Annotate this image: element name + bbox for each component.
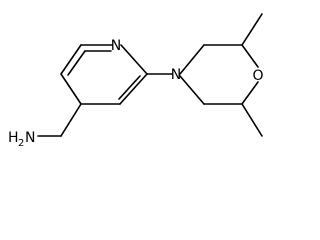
- bond-methyl-bottom: [241, 103, 263, 137]
- morpholine-ring: [179, 13, 263, 137]
- bond-c4-ch2: [60, 103, 82, 137]
- bond-c4-c5: [60, 73, 82, 105]
- aminomethyl-group: [37, 103, 82, 137]
- morpholine-nitrogen-label: N: [171, 67, 181, 83]
- bond-cme1-o: [241, 44, 259, 68]
- pyridine-ring: [60, 44, 148, 105]
- amine-group-label: H 2 N: [8, 130, 35, 149]
- amine-hydrogen-count: 2: [18, 138, 24, 149]
- bond-o-cme2: [241, 81, 259, 105]
- amine-nitrogen-label: N: [25, 130, 35, 146]
- bond-methyl-top: [241, 13, 263, 46]
- bond-c2-c3-inner: [118, 75, 141, 100]
- bond-mn-ctop: [179, 44, 205, 75]
- amine-hydrogen-label: H: [8, 130, 19, 146]
- bond-n1-c2: [120, 44, 148, 75]
- pyridine-nitrogen-label: N: [111, 38, 121, 54]
- molecule-structure: N N O H 2 N: [8, 13, 264, 149]
- bond-c5-c6-inner: [67, 50, 86, 76]
- morpholine-oxygen-label: O: [252, 68, 263, 84]
- bond-c2-c3: [119, 73, 148, 105]
- bond-cbot-mn: [179, 75, 205, 105]
- bond-c5-c6: [60, 44, 82, 75]
